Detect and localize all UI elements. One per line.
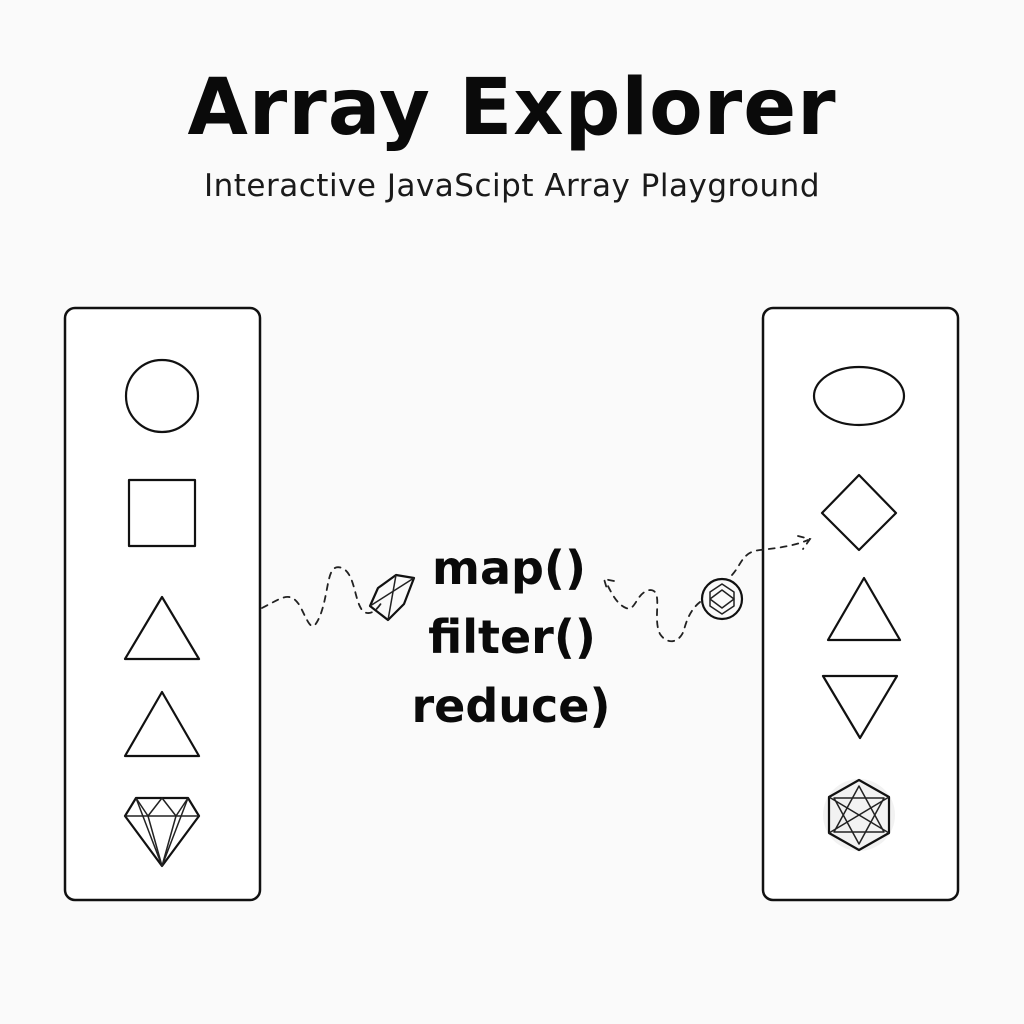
input-array-panel [63, 306, 262, 902]
page-subtitle: Interactive JavaScipt Array Playground [203, 168, 821, 204]
output-flow-connector [602, 535, 812, 643]
diamond-icon [820, 473, 898, 552]
triangle-icon [123, 690, 201, 758]
array-methods: map() filter() reduce) [411, 541, 610, 733]
inverted-triangle-icon [821, 674, 899, 740]
filter-method-label: filter() [428, 610, 596, 664]
triangle-icon [123, 595, 201, 661]
output-array-panel [761, 306, 960, 902]
diamond-gem-icon [123, 796, 201, 868]
input-flow-connector [261, 566, 416, 627]
triangle-icon [826, 576, 902, 642]
gem-octagon-icon [700, 577, 744, 621]
map-method-label: map() [432, 541, 586, 595]
square-icon [127, 478, 197, 548]
ellipse-icon [812, 365, 906, 427]
gem-fragment-icon [368, 573, 416, 622]
polyhedron-icon [823, 778, 895, 852]
page-title: Array Explorer [187, 63, 837, 153]
reduce-method-label: reduce) [411, 679, 610, 733]
circle-icon [124, 358, 200, 434]
